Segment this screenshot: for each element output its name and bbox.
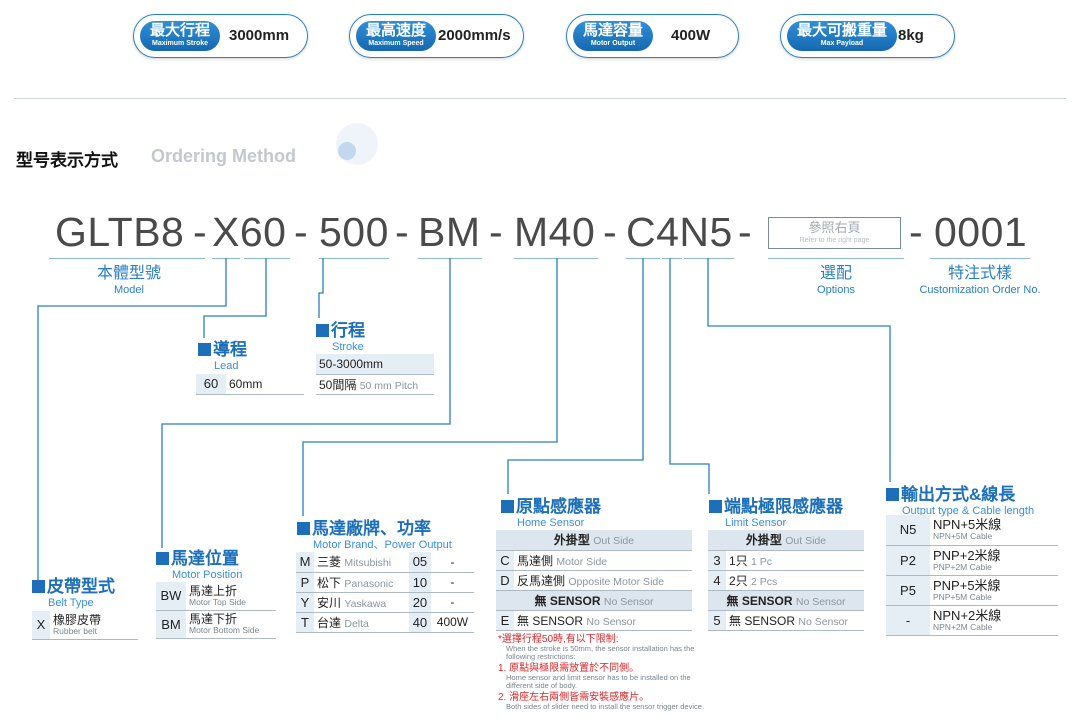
section-motor: 馬達廠牌、功率 Motor Brand、Power Output [297,514,452,552]
section-marker [198,343,211,356]
section-title-en: Ordering Method [151,146,296,166]
section-limit-sensor: 端點極限感應器 Limit Sensor [709,492,843,530]
section-home-sensor: 原點感應器 Home Sensor [501,492,601,530]
table-row: 50間隔 50 mm Pitch [316,374,434,395]
lead-table: 60 60mm [196,374,304,395]
code-stroke: 500 [319,209,389,255]
section-marker [32,580,45,593]
section-marker [316,324,329,337]
table-row: 無 SENSOR No Sensor [708,590,864,611]
table-row: 50-3000mm [316,354,434,375]
underline-custom [930,258,1030,259]
table-row: 60 60mm [196,374,304,395]
section-marker [709,500,722,513]
underline-lead-b [244,258,290,259]
code-custom: 0001 [934,209,1028,255]
section-stroke: 行程 Stroke [316,316,365,354]
code-base: GLTB8 [55,209,185,255]
section-motor-pos: 馬達位置 Motor Position [156,544,242,582]
section-belt: 皮帶型式 Belt Type [32,572,115,610]
code-motor: M40 [514,209,596,255]
underline-base [49,258,205,259]
code-sensor: C4N5 [626,209,733,255]
code-sep: - [489,209,504,255]
code-sep: - [395,209,410,255]
stroke-50-notes: *選擇行程50時,有以下限制: When the stroke is 50mm,… [498,634,705,711]
section-lead: 導程 Lead [198,335,247,373]
divider [14,98,1066,99]
decor-bubble-small [338,142,356,160]
spec-value: 8kg [898,27,924,44]
code-sep: - [909,209,924,255]
section-output: 輸出方式&線長 Output type & Cable length [886,480,1034,518]
code-sep: - [294,209,309,255]
code-sep: - [738,209,753,255]
code-motor-pos: BM [418,209,481,255]
code-sep: - [603,209,618,255]
options-ref-box: 參照右頁 Refer to the right page [768,217,901,249]
spec-value: 2000mm/s [438,27,511,44]
table-row: 外掛型 Out Side [708,530,864,551]
section-marker [297,522,310,535]
code-lead: X60 [212,209,287,255]
underline-sensor-n5 [684,258,734,259]
section-marker [501,500,514,513]
underline-motor [514,258,598,259]
table-row: 外掛型 Out Side [496,530,692,551]
stroke-table: 50-3000mm 50間隔 50 mm Pitch [316,354,434,395]
underline-sensor-4 [662,258,682,259]
underline-stroke [319,258,389,259]
section-marker [886,488,899,501]
table-row: 無 SENSOR No Sensor [496,590,692,611]
code-sep: - [193,209,208,255]
spec-value: 400W [671,27,711,44]
underline-options [768,258,904,259]
section-title: 型号表示方式 [16,151,118,170]
spec-value: 3000mm [229,27,290,44]
section-marker [156,552,169,565]
